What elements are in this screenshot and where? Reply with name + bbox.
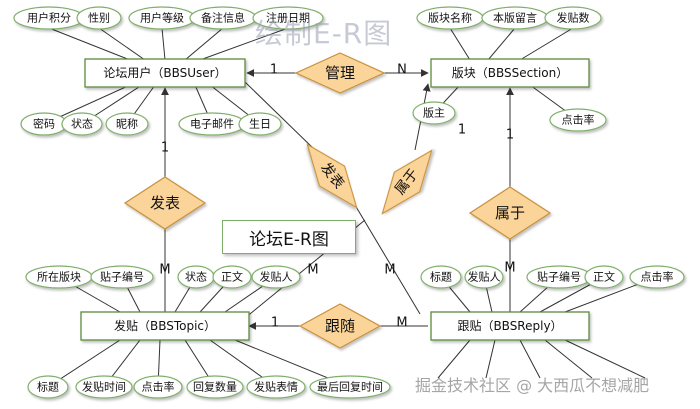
attribute-topic_top-2: 状态: [177, 265, 215, 289]
relationship-belong_reply: 属于: [468, 186, 552, 240]
attribute-label: 版主: [423, 106, 445, 120]
relationship-label: 跟随: [325, 317, 355, 335]
cardinality-manage_section: N: [397, 63, 407, 78]
attribute-label: 性别: [88, 11, 110, 25]
entity-reply: 跟贴（BBSReply）: [430, 311, 590, 341]
attribute-reply_top-0: 标题: [420, 265, 462, 289]
attribute-topic_top-0: 所在版块: [25, 265, 93, 289]
attribute-label: 点击率: [641, 270, 674, 284]
attribute-label: 标题: [37, 380, 59, 394]
faded-title: 绘制E-R图: [255, 17, 393, 50]
attribute-label: 标题: [430, 270, 452, 284]
attribute-label: 状态: [185, 270, 207, 284]
attribute-label: 状态: [71, 117, 93, 131]
attribute-reply_top-3: 正文: [584, 265, 624, 289]
entity-label: 发贴（BBSTopic）: [114, 318, 216, 333]
attribute-topic_top-1: 贴子编号: [90, 265, 154, 289]
attribute-label: 用户等级: [140, 11, 184, 25]
attribute-section_side-0: 版主: [412, 101, 456, 125]
attribute-topic_bottom-1: 发贴时间: [75, 375, 133, 399]
attribute-user_top-4: 注册日期: [252, 6, 324, 30]
attribute-label: 电子邮件: [190, 118, 234, 131]
attribute-section_top-1: 本版留言: [481, 6, 549, 30]
attribute-label: 版块名称: [428, 11, 472, 25]
relationship-manage: 管理: [294, 52, 386, 94]
attribute-label: 用户积分: [27, 11, 71, 25]
diagram-title-box: 论坛E-R图: [222, 220, 356, 254]
attribute-user_bottom-2: 昵称: [105, 112, 149, 136]
relationship-follow: 跟随: [298, 303, 382, 349]
attribute-label: 点击率: [142, 380, 175, 394]
attribute-user_top-0: 用户积分: [13, 6, 85, 30]
relationship-label: 发表: [150, 194, 180, 212]
relationship-publish: 发表: [123, 176, 207, 230]
entity-label: 论坛用户（BBSUser）: [103, 65, 226, 80]
attribute-label: 点击率: [562, 113, 595, 127]
attribute-label: 回复数量: [193, 380, 237, 394]
attribute-user_bottom-3: 电子邮件: [178, 112, 246, 136]
attribute-label: 备注信息: [201, 11, 245, 25]
attribute-topic_bottom-3: 回复数量: [186, 375, 244, 399]
relationship-label: 属于: [495, 204, 525, 222]
attribute-user_bottom-4: 生日: [238, 112, 282, 136]
attribute-user_top-1: 性别: [76, 6, 122, 30]
attribute-user_top-3: 备注信息: [189, 6, 257, 30]
attribute-label: 注册日期: [266, 11, 310, 25]
attribute-section_side-1: 点击率: [549, 108, 607, 132]
attribute-label: 贴子编号: [537, 270, 581, 284]
relationship-label: 管理: [325, 64, 355, 82]
attribute-reply_top-4: 点击率: [629, 265, 685, 289]
attribute-label: 密码: [33, 117, 55, 131]
attribute-label: 正文: [593, 270, 615, 284]
cardinality-manage_user: 1: [270, 63, 278, 78]
entity-topic: 发贴（BBSTopic）: [80, 311, 250, 341]
cardinality-follow_reply: M: [396, 316, 407, 331]
cardinality-belong_reply_reply: M: [504, 261, 515, 276]
attribute-label: 所在版块: [37, 270, 81, 284]
cardinality-diag_belong_1: 1: [458, 123, 466, 138]
entity-label: 跟贴（BBSReply）: [457, 319, 562, 333]
attribute-topic_bottom-2: 点击率: [133, 375, 183, 399]
attribute-label: 生日: [249, 117, 271, 131]
cardinality-publish_topic: M: [159, 263, 170, 278]
attribute-label: 发贴人: [468, 270, 501, 284]
attribute-label: 发贴表情: [254, 380, 298, 394]
attribute-reply_top-2: 贴子编号: [526, 265, 592, 289]
attribute-topic_bottom-5: 最后回复时间: [309, 375, 391, 399]
attribute-section_top-2: 发贴数: [544, 6, 602, 30]
attribute-section_top-0: 版块名称: [416, 6, 484, 30]
cardinality-publish_user: 1: [161, 141, 169, 156]
attribute-reply_top-1: 发贴人: [464, 265, 504, 289]
relationship-diag_belong: 属于: [381, 149, 433, 215]
cardinality-belong_reply_section: 1: [506, 128, 514, 143]
attribute-label: 最后回复时间: [317, 380, 383, 394]
attribute-label: 正文: [221, 270, 243, 284]
watermark-text: 掘金技术社区 @ 大西瓜不想减肥: [415, 376, 650, 395]
relationship-diag_publish: 发表: [306, 143, 358, 209]
cardinality-follow_topic: 1: [271, 316, 279, 331]
attribute-topic_bottom-0: 标题: [27, 375, 69, 399]
attribute-user_bottom-0: 密码: [20, 112, 68, 136]
attribute-label: 本版留言: [493, 11, 537, 25]
entity-user: 论坛用户（BBSUser）: [84, 58, 246, 88]
attribute-topic_bottom-4: 发贴表情: [246, 375, 306, 399]
attribute-label: 发贴时间: [82, 380, 126, 394]
entity-label: 版块（BBSSection）: [452, 66, 568, 80]
attribute-label: 发贴数: [557, 11, 590, 25]
attribute-label: 发贴人: [260, 270, 293, 284]
cardinality-diag_publish_m: M: [384, 263, 395, 278]
attribute-topic_top-3: 正文: [212, 265, 252, 289]
entity-section: 版块（BBSSection）: [430, 58, 590, 88]
attribute-label: 昵称: [116, 117, 138, 131]
attribute-topic_top-4: 发贴人: [251, 265, 301, 289]
attribute-label: 贴子编号: [100, 270, 144, 284]
attribute-user_bottom-1: 状态: [61, 112, 103, 136]
cardinality-diag-belong-m: M: [307, 263, 318, 278]
attribute-user_top-2: 用户等级: [128, 6, 196, 30]
